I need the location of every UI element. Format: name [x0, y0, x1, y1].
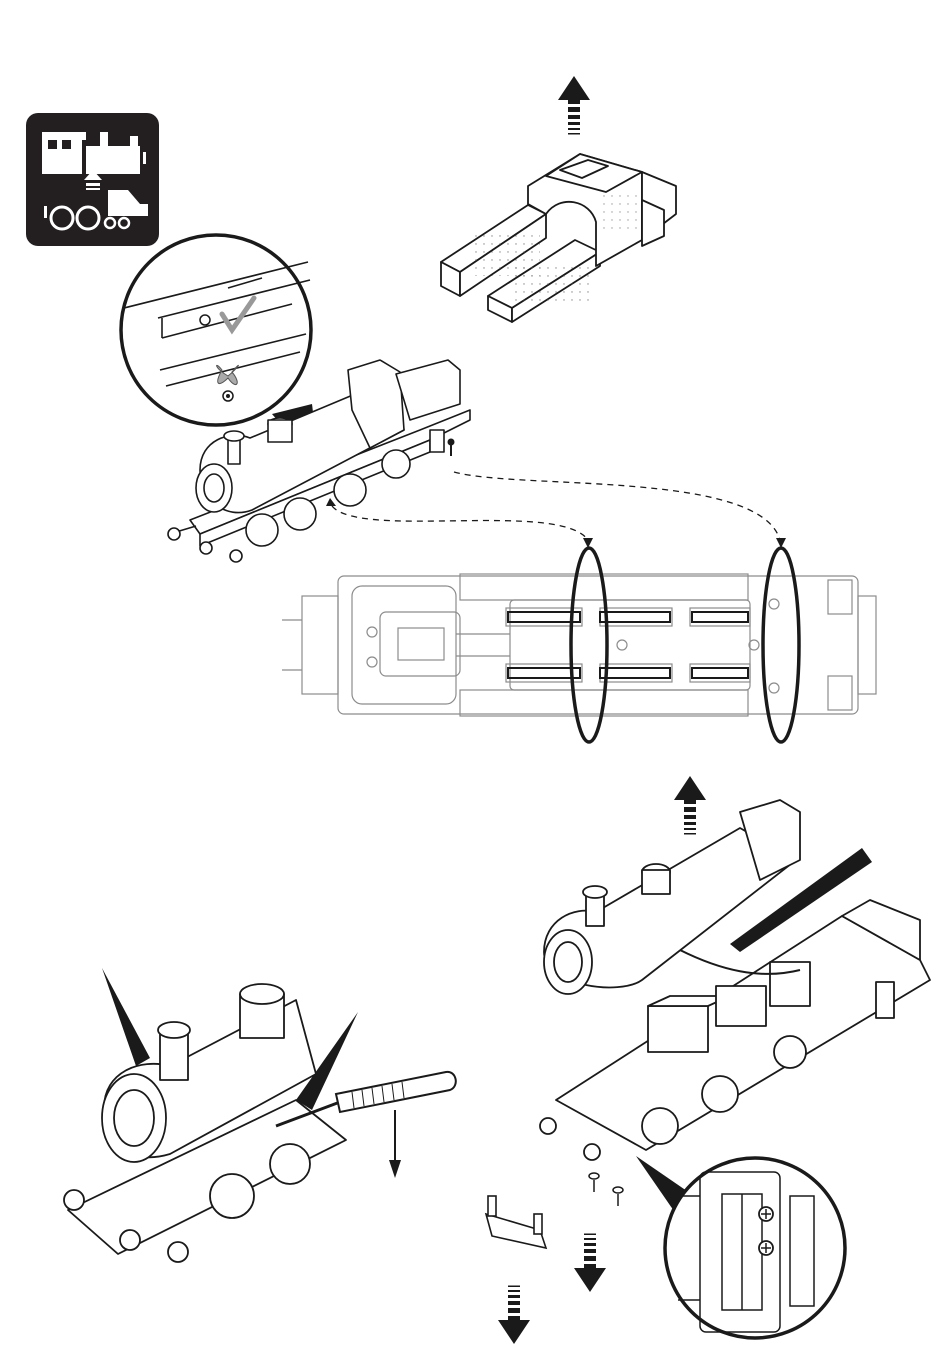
- step-lift-boiler: [540, 776, 930, 1160]
- step-underside-clips: [282, 548, 876, 742]
- screw-icon: [448, 439, 455, 457]
- dashed-arrow-icon: [332, 472, 780, 540]
- step-pry-body: [64, 968, 456, 1262]
- step-screw-position-detail: [636, 1156, 845, 1338]
- step-remove-screws: [486, 1173, 623, 1344]
- down-arrow-icon: [574, 1234, 606, 1293]
- down-arrow-icon: [389, 1110, 401, 1178]
- down-arrow-icon: [498, 1286, 530, 1345]
- up-arrow-icon: [558, 76, 590, 135]
- screw-icon: [589, 1173, 623, 1206]
- loco-body-removal-icon: [26, 113, 159, 246]
- up-arrow-icon: [674, 776, 706, 835]
- step-remove-cab-hood: [441, 76, 676, 322]
